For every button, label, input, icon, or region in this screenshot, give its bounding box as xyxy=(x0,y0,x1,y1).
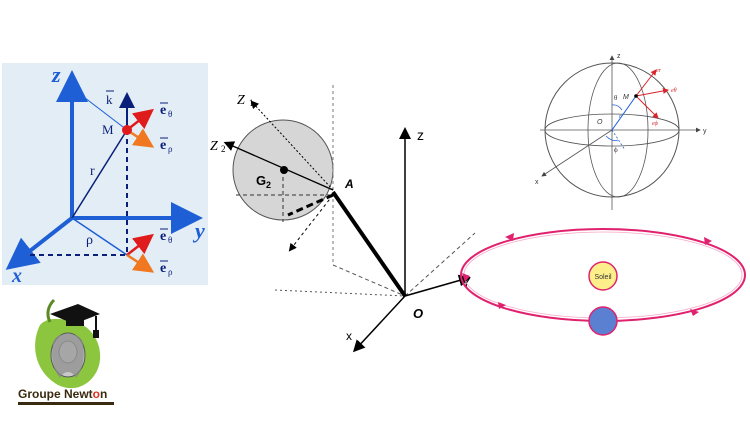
cylindrical-diagram: z y x M k r ρ e θ e ρ e θ e ρ xyxy=(2,62,208,287)
logo-underline xyxy=(18,402,114,405)
logo-text: Groupe Newton xyxy=(18,387,107,401)
z2-axis xyxy=(223,141,334,191)
sphere-r-label: r xyxy=(619,114,622,120)
e-theta-label-base: e θ xyxy=(160,228,172,245)
projection-line xyxy=(71,217,128,256)
thick-dash-1 xyxy=(287,193,334,217)
z-axis-label: z xyxy=(51,62,61,87)
svg-text:e: e xyxy=(160,103,166,118)
r-vector xyxy=(71,129,128,219)
y-axis-label: y xyxy=(192,218,205,243)
svg-text:ρ: ρ xyxy=(168,267,173,277)
z2-label: Z 2 xyxy=(210,139,226,154)
solid-body-diagram: Z 1 Z 2 G 2 A z Y x O xyxy=(210,85,476,353)
sphere-x-axis xyxy=(541,129,613,177)
dashed-shadow-1 xyxy=(332,264,406,297)
sphere-y-label: y xyxy=(703,128,707,135)
svg-text:ρ: ρ xyxy=(168,144,173,154)
rod xyxy=(331,190,407,298)
a-label: A xyxy=(344,177,354,191)
sphere-radius xyxy=(611,95,637,131)
portrait-hair xyxy=(52,333,84,378)
svg-text:θ: θ xyxy=(168,235,172,245)
solid-z-label: z xyxy=(417,127,424,143)
x-axis xyxy=(5,216,74,270)
sphere-point-m xyxy=(634,94,638,98)
sphere-x-label: x xyxy=(535,179,539,186)
r-label: r xyxy=(90,164,95,179)
svg-text:2: 2 xyxy=(266,180,271,190)
point-m-label: M xyxy=(102,122,114,137)
phi-label: ϕ xyxy=(614,146,618,154)
leaf-stem xyxy=(46,298,56,323)
e-theta-vector-base xyxy=(126,233,154,256)
e-phi-vector xyxy=(635,95,659,119)
e-rho-vector-base xyxy=(126,253,155,273)
point-m xyxy=(122,125,132,135)
phi-arc xyxy=(605,135,619,141)
solid-x-axis xyxy=(352,295,406,353)
orbit-arrow-4 xyxy=(498,302,506,309)
svg-text:e: e xyxy=(160,138,166,153)
e-r-vector xyxy=(635,69,657,97)
top-line xyxy=(71,87,128,131)
z1-label: Z 1 xyxy=(237,93,254,108)
e-theta-vector xyxy=(635,87,669,97)
dotted-floor-ref xyxy=(274,289,406,297)
e-r-label: er xyxy=(656,68,662,74)
planet-circle xyxy=(588,306,618,336)
sphere-m-label: M xyxy=(623,94,629,101)
theta-label: θ xyxy=(614,94,618,102)
orbit-arrow-2 xyxy=(704,237,712,245)
svg-text:Z: Z xyxy=(210,139,218,154)
sphere-z-label: z xyxy=(617,53,621,60)
solid-o-label: O xyxy=(413,306,423,321)
sun-circle xyxy=(588,261,618,291)
orbit-arrow-5 xyxy=(690,309,699,316)
svg-text:2: 2 xyxy=(221,144,226,154)
svg-text:e: e xyxy=(160,229,166,244)
g2-label: G 2 xyxy=(256,173,271,190)
sun-label: Soleil xyxy=(594,274,612,281)
groupe-newton-logo: Groupe Newton xyxy=(18,298,114,405)
graduation-cap-icon xyxy=(50,304,100,338)
svg-text:θ: θ xyxy=(168,109,172,119)
orbit-arrow-1 xyxy=(505,233,514,241)
svg-text:1: 1 xyxy=(249,98,254,108)
e-theta-label: eθ xyxy=(671,88,677,94)
svg-text:e: e xyxy=(160,261,166,276)
g2-point xyxy=(280,166,288,174)
dashed-shadow-2 xyxy=(404,232,476,297)
solid-x-label: x xyxy=(346,329,352,343)
e-rho-label-m: e ρ xyxy=(160,137,173,154)
rho-label: ρ xyxy=(86,233,93,248)
svg-text:G: G xyxy=(256,173,266,188)
x-axis-label: x xyxy=(11,265,22,287)
diagram-background xyxy=(2,63,208,285)
k-label: k xyxy=(106,92,113,107)
e-rho-label-base: e ρ xyxy=(160,260,173,277)
orbit-arrow-3 xyxy=(462,273,470,282)
svg-text:Z: Z xyxy=(237,93,245,108)
orbit-diagram: Soleil xyxy=(460,228,746,336)
e-phi-label: eϕ xyxy=(652,121,658,127)
spherical-diagram: z y x O M θ ϕ r er eθ eϕ xyxy=(535,53,707,210)
sphere-o-label: O xyxy=(597,119,603,126)
solid-y-axis xyxy=(404,274,471,297)
e-theta-label-m: e θ xyxy=(160,102,172,119)
theta-arc xyxy=(611,104,623,111)
